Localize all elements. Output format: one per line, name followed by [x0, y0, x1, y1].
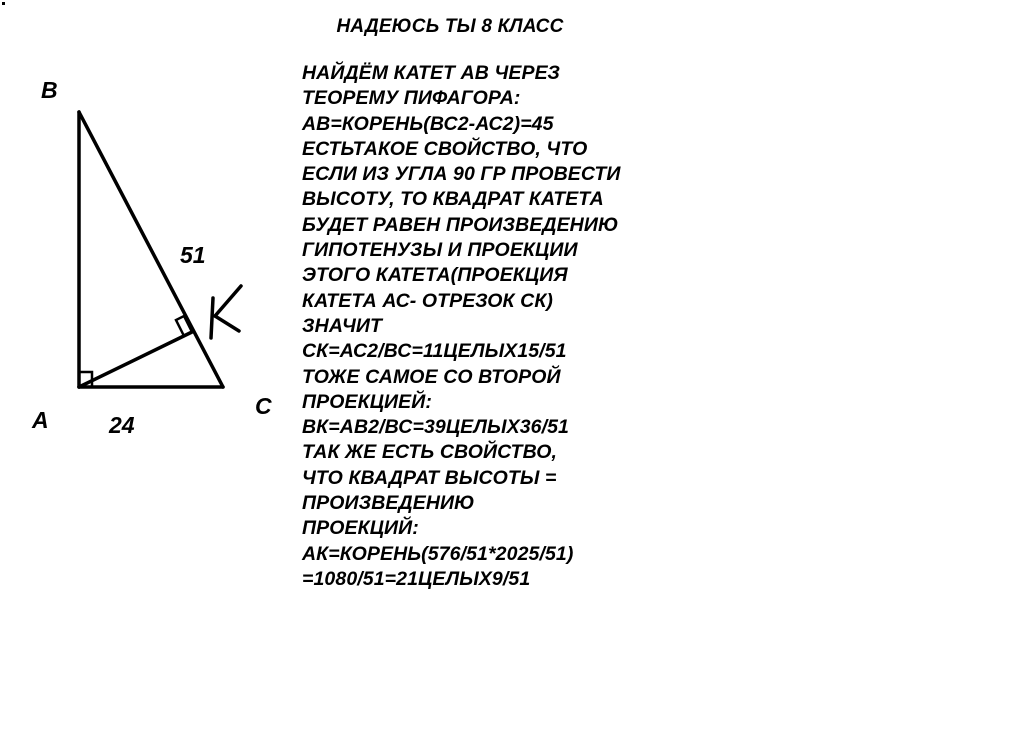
- side-bc: [77, 110, 225, 389]
- solution-line: ВЫСОТУ, ТО КВАДРАТ КАТЕТА: [302, 188, 604, 211]
- right-angle-mark-a: [79, 370, 94, 387]
- solution-line: БУДЕТ РАВЕН ПРОИЗВЕДЕНИЮ: [302, 213, 619, 236]
- side-ac-length: 24: [108, 412, 135, 438]
- vertex-b-label: B: [41, 77, 58, 103]
- solution-line: ПРОИЗВЕДЕНИЮ: [302, 492, 475, 515]
- solution-line: АВ=КОРЕНЬ(ВС2-АС2)=45: [302, 112, 554, 135]
- triangle-diagram: K B A C 51 24: [31, 77, 272, 438]
- solution-line: ПРОЕКЦИЙ:: [302, 517, 419, 540]
- altitude-ak: [77, 330, 194, 389]
- solution-line: ГИПОТЕНУЗЫ И ПРОЕКЦИИ: [302, 239, 578, 262]
- solution-line: ЕСТЬТАКОЕ СВОЙСТВО, ЧТО: [302, 137, 588, 160]
- vertex-k-label: K: [209, 284, 243, 340]
- solution-line: ЭТОГО КАТЕТА(ПРОЕКЦИЯ: [302, 264, 568, 287]
- solution-line: =1080/51=21ЦЕЛЫХ9/51: [302, 567, 531, 590]
- solution-line: ТЕОРЕМУ ПИФАГОРА:: [302, 87, 521, 110]
- right-angle-mark-k: [174, 314, 194, 337]
- vertex-a-label: A: [31, 407, 49, 433]
- page-title: НАДЕЮСЬ ТЫ 8 КЛАСС: [336, 16, 564, 37]
- solution-line: ЗНАЧИТ: [302, 314, 383, 337]
- solution-line: НАЙДЁМ КАТЕТ АВ ЧЕРЕЗ: [302, 62, 561, 84]
- solution-line: ТАК ЖЕ ЕСТЬ СВОЙСТВО,: [302, 441, 558, 464]
- solution-line: ЧТО КВАДРАТ ВЫСОТЫ =: [302, 466, 557, 489]
- vertex-c-label: C: [255, 393, 272, 419]
- solution-line: АК=КОРЕНЬ(576/51*2025/51): [302, 542, 574, 565]
- stray-dot: [2, 2, 5, 5]
- solution-line: ТОЖЕ САМОЕ СО ВТОРОЙ: [302, 365, 561, 388]
- solution-line: СК=АС2/ВС=11ЦЕЛЫХ15/51: [302, 340, 567, 363]
- solution-line: ПРОЕКЦИЕЙ:: [302, 390, 432, 413]
- side-bc-length: 51: [180, 242, 206, 268]
- solution-line: КАТЕТА АС- ОТРЕЗОК СК): [302, 289, 554, 312]
- solution-line: ВК=АВ2/ВС=39ЦЕЛЫХ36/51: [302, 416, 570, 439]
- solution-line: ЕСЛИ ИЗ УГЛА 90 ГР ПРОВЕСТИ: [302, 163, 621, 186]
- solution-text: НАЙДЁМ КАТЕТ АВ ЧЕРЕЗ ТЕОРЕМУ ПИФАГОРА:АВ…: [302, 61, 662, 592]
